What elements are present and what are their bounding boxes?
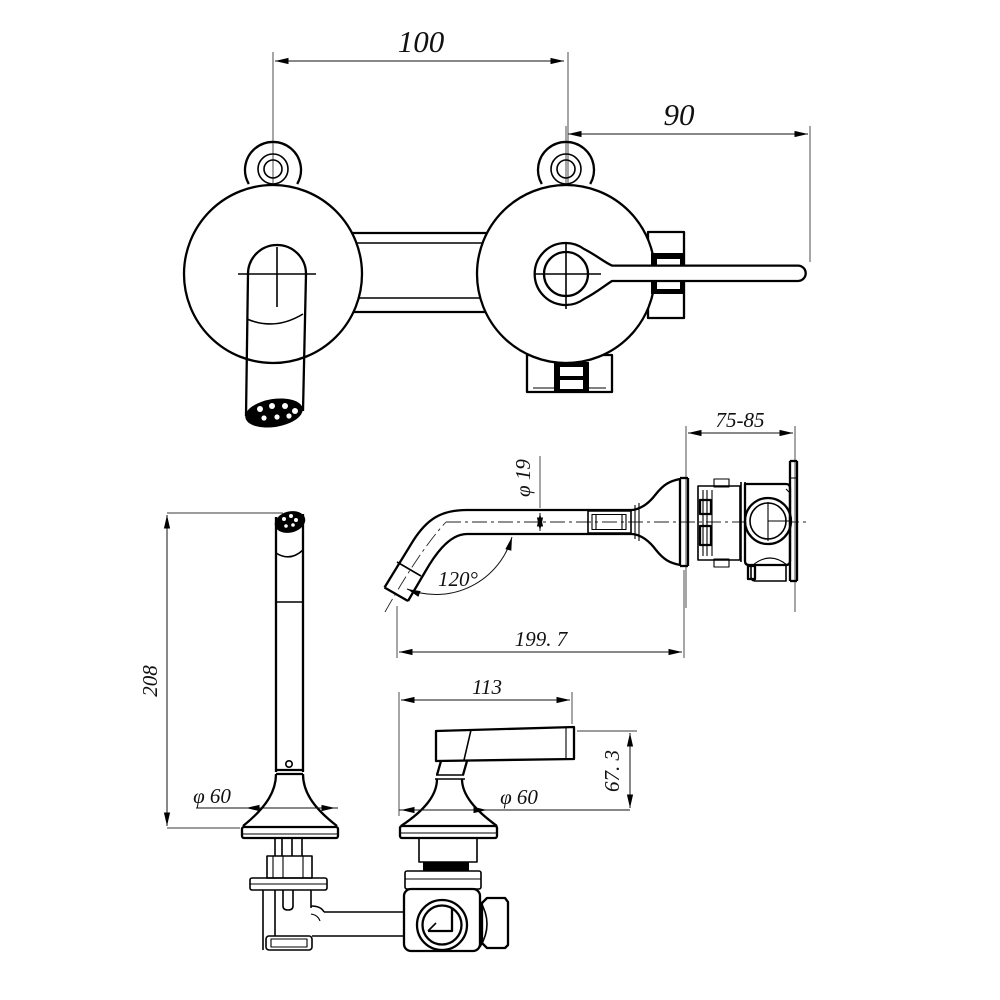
dim-spout-base-diameter: φ 60 xyxy=(193,784,338,812)
connecting-bar xyxy=(352,231,487,314)
aerator-insert xyxy=(587,510,632,534)
dim-handle-base-diameter-label: φ 60 xyxy=(500,785,538,809)
dim-bend-angle-label: 120° xyxy=(438,567,479,591)
dim-handle-reach-label: 90 xyxy=(664,97,696,132)
dim-spout-base-diameter-label: φ 60 xyxy=(193,784,231,808)
dim-spout-height-label: 208 xyxy=(138,665,162,697)
dim-center-distance: 100 xyxy=(275,24,564,65)
spout-shank-elbow xyxy=(249,838,414,951)
dim-spout-diameter-label: φ 19 xyxy=(511,459,535,497)
spout-tube-side xyxy=(383,476,690,602)
handle-lever-side xyxy=(398,725,576,840)
dim-lever-length-label: 113 xyxy=(472,675,502,699)
dim-center-distance-label: 100 xyxy=(398,24,445,59)
dim-handle-height-label: 67. 3 xyxy=(600,750,624,792)
view-spout-front: 208 φ 60 xyxy=(138,511,414,951)
spout-top-view xyxy=(238,243,316,428)
dim-spout-reach-label: 199. 7 xyxy=(515,627,569,651)
aerator-face-front xyxy=(274,511,306,533)
dim-spout-diameter: φ 19 xyxy=(511,456,544,531)
dim-wall-depth-label: 75-85 xyxy=(716,408,765,432)
view-spout-side: 75-85 xyxy=(383,408,806,658)
view-installation-front: 100 90 xyxy=(182,24,811,428)
dim-spout-reach: 199. 7 xyxy=(396,570,685,658)
handle-lever-top-view xyxy=(533,241,807,309)
dim-handle-reach: 90 xyxy=(568,97,808,138)
dim-lever-length: 113 xyxy=(398,675,573,816)
valve-body-side xyxy=(402,838,510,953)
view-handle-side: 113 φ 60 67. 3 xyxy=(398,675,637,953)
concealed-valve-side xyxy=(697,459,799,583)
dim-bend-angle: 120° xyxy=(406,536,513,597)
aerator-face xyxy=(245,398,303,428)
dim-spout-height: 208 xyxy=(138,512,283,829)
bracket-clamp-block xyxy=(533,362,606,392)
spout-front-body xyxy=(240,511,340,840)
dim-handle-height: 67. 3 xyxy=(577,730,637,808)
dim-handle-base-diameter: φ 60 xyxy=(399,785,630,814)
